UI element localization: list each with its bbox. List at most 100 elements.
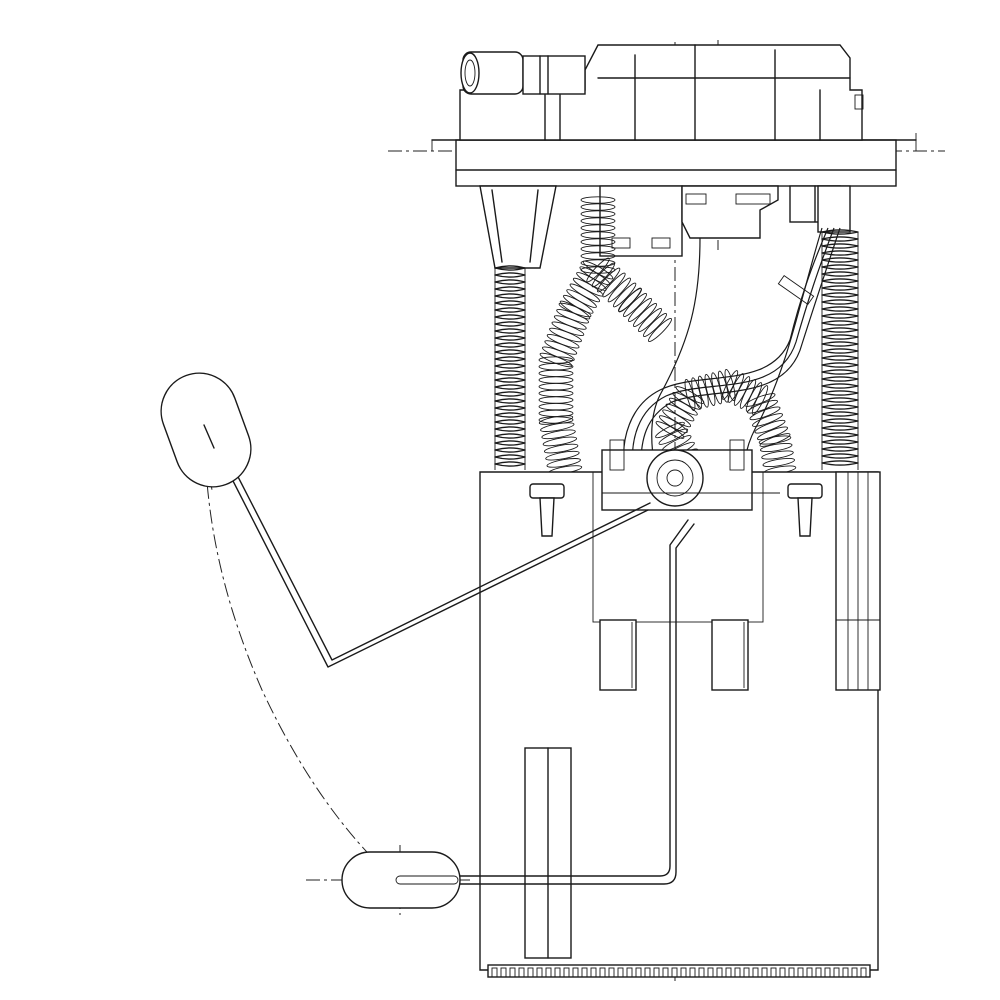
fuel-outlet-connector (460, 51, 586, 95)
level-sender (160, 372, 695, 909)
float-lower-position (341, 851, 461, 909)
right-fuel-hose-rib (697, 375, 709, 408)
right-fuel-hose-rib (711, 372, 723, 405)
right-spring-turn (821, 439, 859, 445)
harness-wire-3 (640, 227, 841, 471)
corrugated-hoses (538, 196, 797, 479)
base-tooth (680, 967, 687, 978)
left-fuel-hose-rib (580, 196, 616, 204)
left-spring-turn (494, 342, 526, 348)
right-rod-sleeve (817, 185, 851, 233)
left-fuel-hose-rib (538, 369, 574, 377)
left-spring-turn (494, 384, 526, 390)
right-latch (787, 483, 823, 537)
right-spring-turn (821, 453, 859, 459)
left-spring-turn (494, 314, 526, 320)
right-spring-turn (821, 397, 859, 403)
base-tooth (545, 967, 552, 978)
right-latch-stem (797, 497, 813, 537)
electrical-connector (599, 185, 841, 257)
right-spring-turn (821, 236, 859, 242)
left-spring-turn (494, 426, 526, 432)
left-latch-head (529, 483, 565, 499)
left-spring-turn (494, 356, 526, 362)
left-spring-assembly (479, 185, 557, 470)
base-tooth (815, 967, 822, 978)
harness-wire-2 (631, 227, 835, 471)
left-hose-bend-rib (586, 257, 610, 283)
left-spring-turn (494, 461, 526, 467)
left-spring-turn (494, 433, 526, 439)
right-fuel-hose-rib (665, 403, 695, 422)
connector-pin-b (651, 237, 671, 249)
left-spring-turn (494, 272, 526, 278)
base-tooth (599, 967, 606, 978)
left-fuel-hose-rib (580, 245, 616, 253)
right-fuel-hose-rib (655, 421, 685, 439)
right-spring-turn (821, 460, 859, 466)
right-fuel-hose-rib (761, 450, 794, 460)
right-spring-turn (821, 418, 859, 424)
right-spring-turn (821, 320, 859, 326)
left-fuel-hose-rib (566, 289, 597, 308)
base-tooth (563, 967, 570, 978)
left-coil-spring (494, 265, 526, 470)
right-spring-turn (821, 383, 859, 389)
base-tooth (725, 967, 732, 978)
outlet-opening (460, 52, 480, 94)
terminal-left (609, 439, 625, 471)
base-tooth (509, 967, 516, 978)
right-spring-turn (821, 446, 859, 452)
right-spring-turn (821, 299, 859, 305)
right-coil-spring (821, 229, 859, 470)
left-spring-turn (494, 412, 526, 418)
right-spring-turn (821, 432, 859, 438)
right-spring-turn (821, 355, 859, 361)
left-spring-turn (494, 419, 526, 425)
left-hose-bend-rib (597, 267, 621, 293)
left-spring-turn (494, 363, 526, 369)
pump-reservoir (479, 439, 881, 978)
base-tooth (500, 967, 507, 978)
vent-tab (854, 94, 864, 110)
left-fuel-hose-rib (538, 383, 574, 391)
base-tooth (860, 967, 867, 978)
left-sleeve-line (491, 189, 503, 263)
base-tooth (788, 967, 795, 978)
left-fuel-hose-rib (540, 422, 575, 432)
outlet-body (522, 55, 586, 95)
right-fuel-hose-rib (751, 385, 769, 415)
left-hose-bend-rib (643, 313, 667, 337)
left-fuel-hose-rib (543, 443, 579, 454)
left-spring-turn (494, 405, 526, 411)
left-spring-turn (494, 300, 526, 306)
float-upper-position (160, 372, 252, 488)
base-tooth (851, 967, 858, 978)
right-spring-turn (821, 369, 859, 375)
left-hose-bend-rib (648, 318, 672, 342)
right-spring-turn (821, 278, 859, 284)
base-tooth (824, 967, 831, 978)
base-tooth (491, 967, 498, 978)
left-hose-bend-rib (633, 303, 657, 327)
base-tooth (581, 967, 588, 978)
connector-block-left (599, 185, 683, 257)
harness-tie (777, 274, 815, 306)
right-spring-turn (821, 425, 859, 431)
base-tooth (743, 967, 750, 978)
base-tooth (752, 967, 759, 978)
left-fuel-hose-rib (580, 231, 616, 239)
base-tooth (554, 967, 561, 978)
right-spring-turn (821, 341, 859, 347)
left-hose-bend-rib (618, 288, 642, 312)
left-spring-turn (494, 307, 526, 313)
left-spring-turn (494, 321, 526, 327)
flange-plate (455, 139, 897, 187)
base-tooth (626, 967, 633, 978)
pump-motor-top (646, 449, 704, 507)
sender-arm-upper-b (212, 427, 651, 661)
left-spring-turn (494, 349, 526, 355)
connector-pin-a (611, 237, 631, 249)
left-fuel-hose-rib (546, 458, 581, 468)
